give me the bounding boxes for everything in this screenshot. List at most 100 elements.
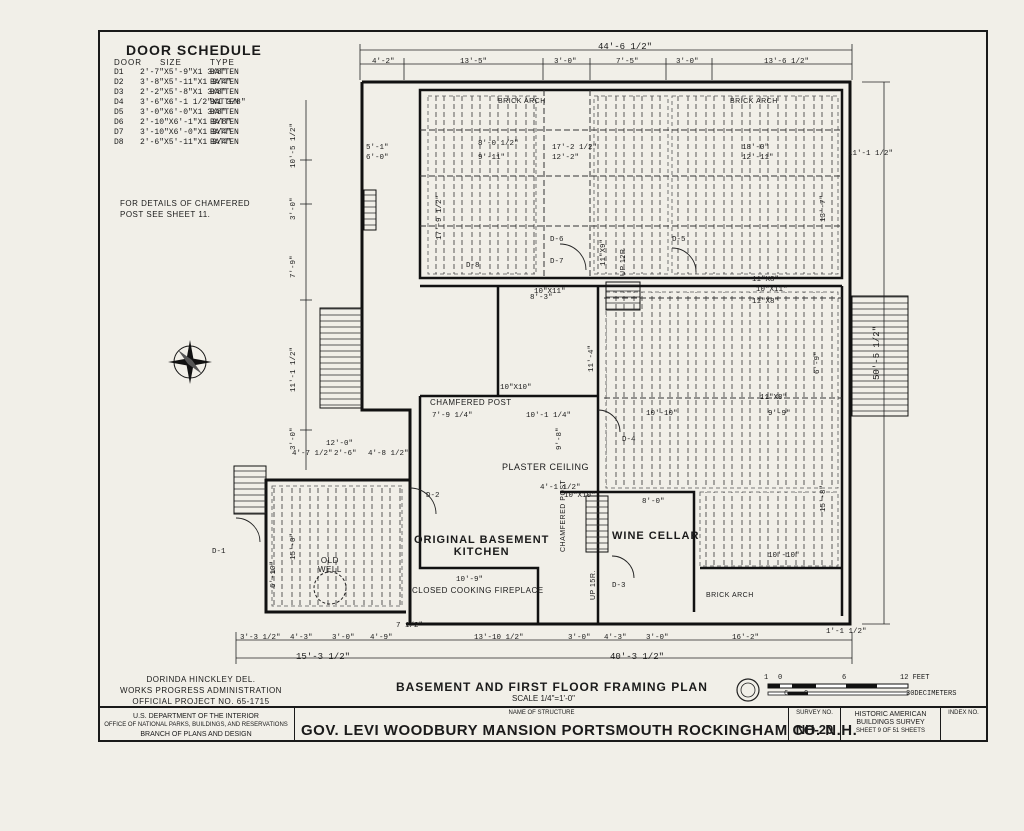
fireplace-label: CLOSED COOKING FIREPLACE bbox=[412, 586, 544, 595]
scale-feet-tick-0: 0 bbox=[778, 674, 783, 682]
dim-int-22: 9'-11" bbox=[478, 154, 506, 162]
agency-line3: BRANCH OF PLANS AND DESIGN bbox=[140, 731, 252, 738]
dim-int-23: 6'-0" bbox=[366, 154, 389, 162]
dim-bottom-left-total: 15'-3 1/2" bbox=[296, 652, 351, 662]
credits-line2: WORKS PROGRESS ADMINISTRATION bbox=[120, 686, 282, 695]
dim-bottom-total: 40'-3 1/2" bbox=[610, 652, 665, 662]
door-type: BATTEN bbox=[210, 128, 239, 137]
brick-arch-label-south: BRICK ARCH bbox=[706, 592, 754, 599]
credits-line1: DORINDA HINCKLEY DEL. bbox=[146, 675, 256, 684]
door-swings bbox=[235, 243, 697, 579]
kitchen-label-line2: KITCHEN bbox=[453, 546, 510, 558]
habs-cell: HISTORIC AMERICAN BUILDINGS SURVEY SHEET… bbox=[840, 708, 940, 742]
agency-line1: U.S. DEPARTMENT OF THE INTERIOR bbox=[133, 713, 259, 720]
dim-top-4: 7'-5" bbox=[616, 58, 639, 66]
up-12r-label: UP 12R bbox=[620, 248, 627, 276]
habs-line2: BUILDINGS SURVEY bbox=[856, 719, 925, 726]
dim-bottom-9: 3'-0" bbox=[646, 634, 669, 642]
scale-bar bbox=[767, 683, 909, 696]
door-label-d4: D-4 bbox=[622, 436, 636, 444]
dim-int-17: 18'-0" bbox=[742, 144, 770, 152]
dim-int-13: 9'-8" bbox=[556, 427, 564, 450]
chamfered-note-line1: FOR DETAILS OF CHAMFERED bbox=[120, 199, 251, 208]
beam-7: 11"X9" bbox=[600, 238, 608, 266]
kitchen-label: ORIGINAL BASEMENT KITCHEN bbox=[414, 534, 549, 558]
dim-top-3: 3'-0" bbox=[554, 58, 577, 66]
door-id: D7 bbox=[114, 128, 124, 137]
door-label-d7: D-7 bbox=[550, 258, 564, 266]
habs-text: HISTORIC AMERICAN BUILDINGS SURVEY SHEET… bbox=[841, 708, 940, 735]
door-type: BATTEN bbox=[210, 108, 239, 117]
dim-left-4: 11'-1 1/2" bbox=[290, 346, 298, 392]
scale-feet-tick-12: 12 FEET bbox=[900, 674, 930, 682]
door-type: BATTEN bbox=[210, 138, 239, 147]
right-dimension-lines bbox=[862, 81, 890, 625]
dim-bottom-4: 4'-9" bbox=[370, 634, 393, 642]
dim-left-3: 7'-9" bbox=[290, 255, 298, 278]
door-id: D4 bbox=[114, 98, 124, 107]
door-id: D5 bbox=[114, 108, 124, 117]
wine-cellar-label: WINE CELLAR bbox=[612, 530, 700, 542]
header-type: TYPE bbox=[210, 58, 235, 67]
door-size: 3'-8"X5'-11"X1 3/4" bbox=[140, 78, 232, 87]
structure-name-label: NAME OF STRUCTURE bbox=[508, 710, 575, 716]
dim-left-2: 3'-0" bbox=[290, 197, 298, 220]
credits-line3: OFFICIAL PROJECT NO. 65-1715 bbox=[132, 697, 270, 706]
door-label-d1: D-1 bbox=[212, 548, 226, 556]
chamfered-post-label: CHAMFERED POST bbox=[430, 398, 512, 407]
door-label-d2: D-2 bbox=[426, 492, 440, 500]
dim-int-15: 17'-9 1/2" bbox=[436, 194, 444, 240]
north-arrow-icon bbox=[168, 340, 212, 384]
header-door: DOOR bbox=[114, 58, 142, 67]
chamfered-note-line2: POST SEE SHEET 11. bbox=[120, 210, 211, 219]
plan-title: BASEMENT AND FIRST FLOOR FRAMING PLAN bbox=[396, 680, 708, 694]
dim-int-27: 4'-1 1/2" bbox=[540, 484, 581, 492]
door-size: 2'-7"X5'-9"X1 3/8" bbox=[140, 68, 227, 77]
header-size: SIZE bbox=[160, 58, 182, 67]
dim-int-8: 8'-3" bbox=[530, 294, 553, 302]
dim-left-1: 10'-5 1/2" bbox=[290, 122, 298, 168]
brick-arch-label-north: BRICK ARCH bbox=[498, 98, 546, 105]
scale-deci-tick-6: 6 bbox=[784, 690, 789, 698]
dim-bottom-1: 3'-3 1/2" bbox=[240, 634, 281, 642]
door-id: D6 bbox=[114, 118, 124, 127]
beam-2: 10"X10" bbox=[500, 384, 532, 392]
door-size: 3'-10"X6'-0"X1 3/4" bbox=[140, 128, 232, 137]
left-dimension-lines bbox=[300, 100, 312, 470]
dim-top-2: 13'-5" bbox=[460, 58, 488, 66]
survey-seal bbox=[736, 678, 760, 702]
dim-int-28: 11'-1 1/2" bbox=[848, 150, 894, 158]
dim-bottom-11: 1'-1 1/2" bbox=[826, 628, 867, 636]
dim-int-21: 8'-0 1/2" bbox=[478, 140, 519, 148]
dim-top-6: 13'-6 1/2" bbox=[764, 58, 810, 66]
scale-deci-tick-0: 0 bbox=[804, 690, 809, 698]
dim-int-18: 12'-11" bbox=[742, 154, 774, 162]
door-label-d5: D-5 bbox=[672, 236, 686, 244]
index-no-label: INDEX NO. bbox=[948, 710, 979, 716]
kitchen-label-line1: ORIGINAL BASEMENT bbox=[414, 534, 550, 546]
door-type: BATTEN bbox=[210, 88, 239, 97]
scale-feet-tick-1: 1 bbox=[764, 674, 769, 682]
door-type: BATTEN bbox=[210, 118, 239, 127]
door-type: BATTEN bbox=[210, 98, 239, 107]
survey-no-label: SURVEY NO. bbox=[796, 710, 833, 716]
dim-bottom-10: 16'-2" bbox=[732, 634, 760, 642]
dim-int-16: 13'-7" bbox=[820, 194, 828, 222]
door-label-d6: D-6 bbox=[550, 236, 564, 244]
door-size: 2'-6"X5'-11"X1 3/4" bbox=[140, 138, 232, 147]
beam-1: 10"X11" bbox=[534, 288, 566, 296]
dim-int-9: 10'-10" bbox=[646, 410, 678, 418]
joist-areas bbox=[271, 95, 839, 607]
dim-bottom-8: 4'-3" bbox=[604, 634, 627, 642]
dim-left-5: 3'-0" bbox=[290, 427, 298, 450]
door-id: D8 bbox=[114, 138, 124, 147]
up-15r-label: UP 15R. bbox=[590, 570, 597, 600]
old-well-circle bbox=[313, 571, 347, 605]
dim-left-6: 15'-0" bbox=[290, 532, 298, 560]
door-size: 2'-2"X5'-8"X1 3/8" bbox=[140, 88, 227, 97]
beams bbox=[420, 90, 842, 399]
dim-top-1: 4'-2" bbox=[372, 58, 395, 66]
survey-no: NH-20 bbox=[795, 722, 834, 737]
plan-scale: SCALE 1/4"=1'-0" bbox=[512, 694, 576, 703]
